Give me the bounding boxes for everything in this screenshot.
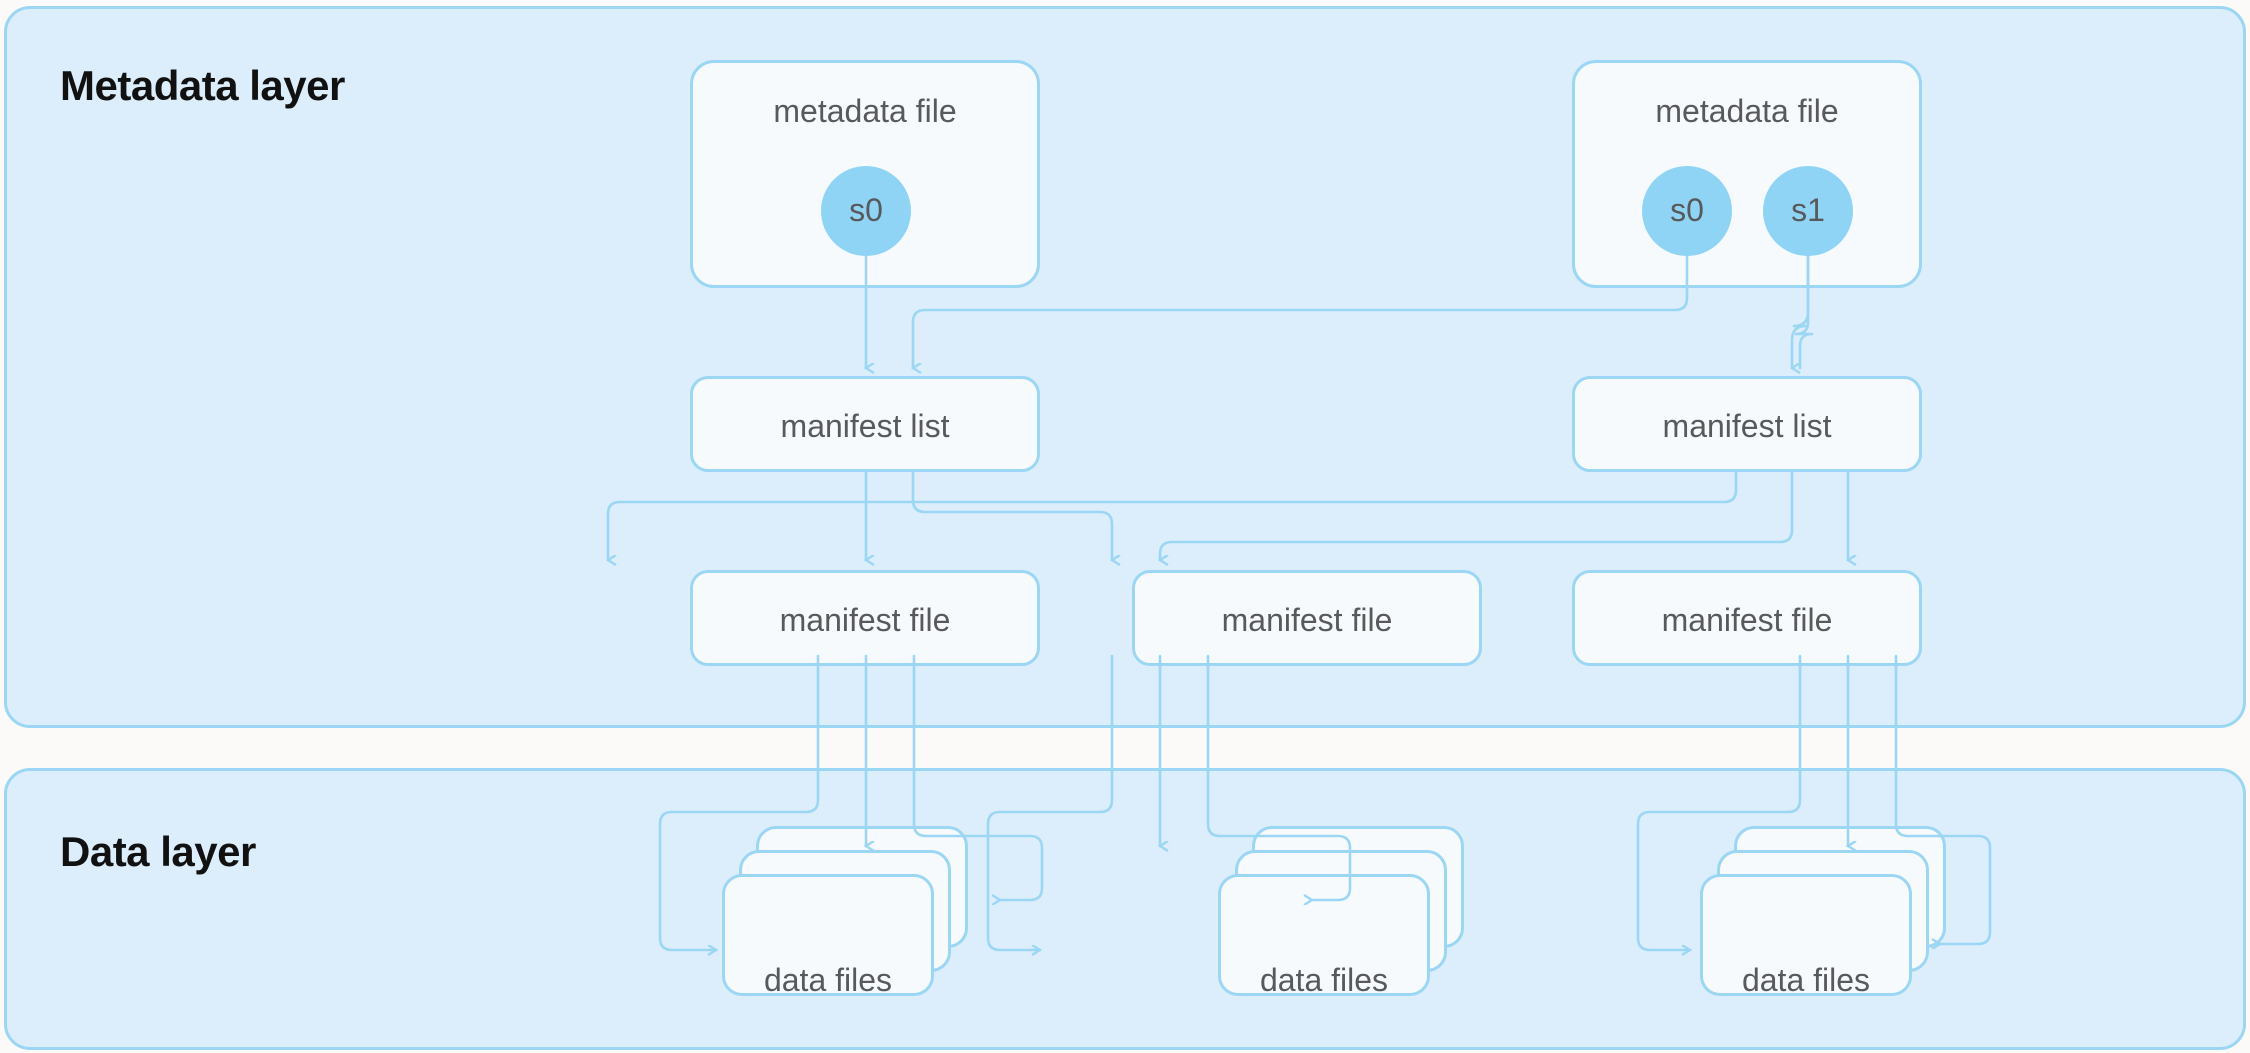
snapshot-s0-of-metadata-file-1[interactable]: s0 bbox=[821, 166, 911, 256]
manifest-file-2-label: manifest file bbox=[1221, 602, 1393, 638]
manifest-list-2-label: manifest list bbox=[1662, 408, 1832, 444]
manifest-file-3[interactable]: manifest file bbox=[1572, 570, 1922, 666]
data-files-stack-1[interactable]: data files bbox=[722, 826, 968, 998]
manifest-list-1-label: manifest list bbox=[780, 408, 950, 444]
metadata-file-1-label: metadata file bbox=[773, 93, 957, 129]
manifest-file-1[interactable]: manifest file bbox=[690, 570, 1040, 666]
manifest-list-2[interactable]: manifest list bbox=[1572, 376, 1922, 472]
data-files-stack-2-label: data files bbox=[1259, 962, 1389, 998]
manifest-list-1[interactable]: manifest list bbox=[690, 376, 1040, 472]
metadata-file-2-label: metadata file bbox=[1655, 93, 1839, 129]
manifest-file-1-label: manifest file bbox=[779, 602, 951, 638]
manifest-file-3-label: manifest file bbox=[1661, 602, 1833, 638]
data-layer-title: Data layer bbox=[60, 828, 256, 875]
data-files-stack-2[interactable]: data files bbox=[1218, 826, 1464, 998]
snapshot-label: s1 bbox=[1791, 192, 1825, 228]
data-files-stack-1-label: data files bbox=[763, 962, 893, 998]
snapshot-label: s0 bbox=[1670, 192, 1704, 228]
snapshot-s0-of-metadata-file-2[interactable]: s0 bbox=[1642, 166, 1732, 256]
metadata-file-2[interactable]: metadata file bbox=[1572, 60, 1922, 288]
snapshot-label: s0 bbox=[849, 192, 883, 228]
data-files-stack-3[interactable]: data files bbox=[1700, 826, 1946, 998]
snapshot-s1-of-metadata-file-2[interactable]: s1 bbox=[1763, 166, 1853, 256]
metadata-layer-title: Metadata layer bbox=[60, 62, 345, 109]
manifest-file-2[interactable]: manifest file bbox=[1132, 570, 1482, 666]
data-files-stack-3-label: data files bbox=[1741, 962, 1871, 998]
